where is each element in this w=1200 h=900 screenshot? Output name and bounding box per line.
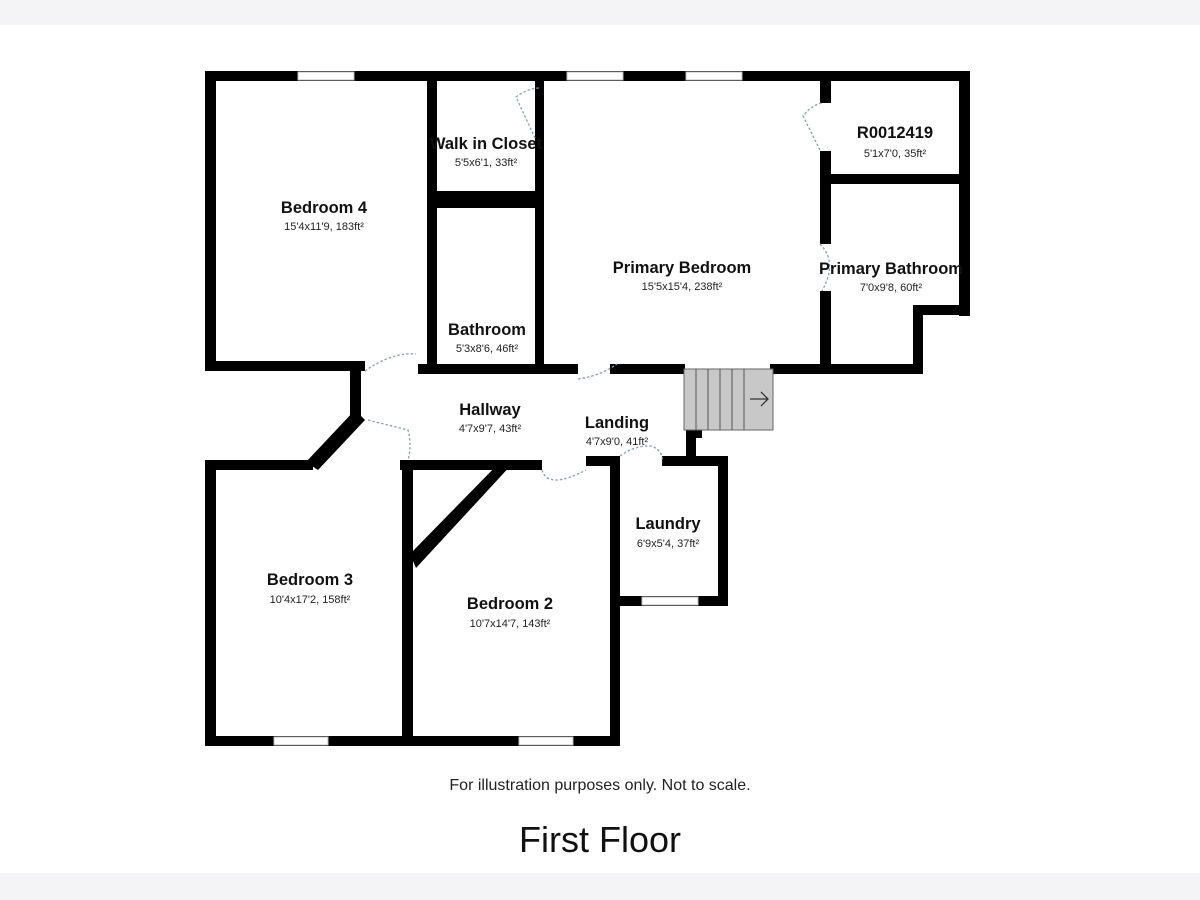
room-dims-r0012419: 5'1x7'0, 35ft²	[864, 148, 927, 160]
room-dims-laundry: 6'9x5'4, 37ft²	[637, 538, 700, 550]
room-dims-primary-bathroom: 7'0x9'8, 60ft²	[860, 282, 923, 294]
room-label-primary-bathroom: Primary Bathroom	[819, 260, 963, 278]
door-swing	[364, 353, 417, 372]
floor-plan-drawing: Bedroom 4 15'4x11'9, 183ft² Walk in Clos…	[205, 71, 970, 746]
room-label-landing: Landing	[585, 414, 649, 432]
room-label-bedroom-4: Bedroom 4	[281, 199, 368, 217]
room-label-laundry: Laundry	[635, 515, 701, 533]
room-label-hallway: Hallway	[459, 401, 521, 419]
room-labels: Bedroom 4 15'4x11'9, 183ft² Walk in Clos…	[267, 124, 963, 630]
room-dims-bathroom: 5'3x8'6, 46ft²	[456, 343, 519, 355]
floor-plan-sheet: Bedroom 4 15'4x11'9, 183ft² Walk in Clos…	[0, 25, 1200, 873]
room-dims-walk-in-closet: 5'5x6'1, 33ft²	[455, 157, 518, 169]
window	[641, 596, 699, 606]
window	[685, 71, 743, 81]
walls	[205, 71, 970, 746]
room-dims-bedroom-3: 10'4x17'2, 158ft²	[270, 594, 351, 606]
disclaimer-text: For illustration purposes only. Not to s…	[449, 777, 751, 794]
door-swing	[541, 469, 587, 481]
room-dims-bedroom-2: 10'7x14'7, 143ft²	[470, 618, 551, 630]
floor-title: First Floor	[519, 819, 681, 860]
room-label-r0012419: R0012419	[857, 124, 933, 142]
windows	[273, 71, 743, 746]
window	[566, 71, 624, 81]
door-swing	[515, 87, 541, 139]
stairs-direction-arrow-icon	[750, 391, 769, 407]
door-swing	[802, 102, 823, 151]
room-dims-bedroom-4: 15'4x11'9, 183ft²	[284, 221, 364, 233]
window	[297, 71, 355, 81]
door-swings	[364, 87, 831, 481]
room-label-bathroom: Bathroom	[448, 321, 526, 339]
door-swing	[819, 243, 831, 292]
room-label-bedroom-2: Bedroom 2	[467, 595, 553, 613]
door-swing	[619, 445, 663, 463]
room-label-primary-bedroom: Primary Bedroom	[613, 259, 751, 277]
door-swing	[367, 419, 411, 461]
room-dims-landing: 4'7x9'0, 41ft²	[586, 436, 649, 448]
window	[518, 736, 574, 746]
room-label-walk-in-closet: Walk in Closet	[430, 135, 543, 153]
staircase	[683, 368, 774, 431]
room-dims-primary-bedroom: 15'5x15'4, 238ft²	[642, 281, 723, 293]
window	[273, 736, 329, 746]
room-dims-hallway: 4'7x9'7, 43ft²	[459, 423, 522, 435]
room-label-bedroom-3: Bedroom 3	[267, 571, 353, 589]
